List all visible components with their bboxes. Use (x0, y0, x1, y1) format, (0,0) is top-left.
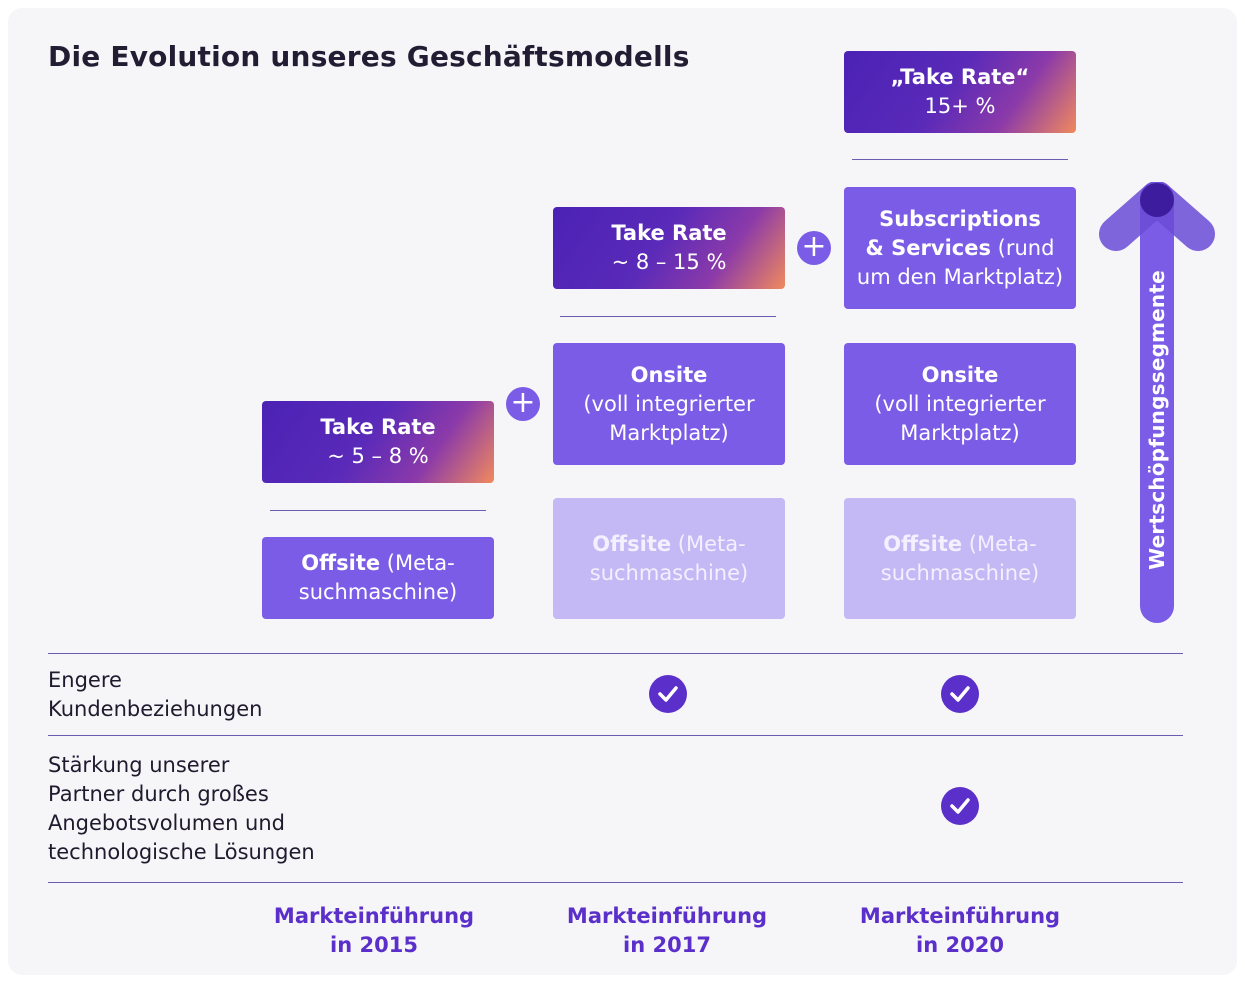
take-rate-2017-label: Take Rate (611, 221, 727, 245)
table-line-top (48, 653, 1183, 654)
onsite-2020-text: (voll integrierter (874, 391, 1046, 416)
arrow-label: Wertschöpfungssegmente (1145, 270, 1169, 570)
row-label-line: technologische Lösungen (48, 840, 315, 864)
offsite-2015-title: Offsite (301, 551, 381, 575)
plus-icon-2017: + (797, 231, 831, 265)
launch-label-2015: Markteinführung in 2015 (254, 902, 494, 960)
subscriptions-2020-text-2: um den Marktplatz) (856, 264, 1064, 289)
offsite-2020-box: Offsite (Meta- suchmaschine) (844, 498, 1076, 619)
offsite-2015-text-2: suchmaschine) (298, 580, 458, 604)
onsite-2017-box: Onsite (voll integrierter Marktplatz) (553, 343, 785, 465)
plus-icon-2015: + (506, 387, 540, 421)
take-rate-2015-value: ~ 5 – 8 % (327, 444, 429, 468)
subscriptions-2020-services: & Services (865, 235, 991, 260)
offsite-2015-text: (Meta- (380, 551, 455, 575)
onsite-2017-title: Onsite (630, 362, 708, 387)
onsite-2017-text-2: Marktplatz) (609, 420, 729, 445)
launch-label-year: in 2015 (330, 933, 418, 957)
table-line-middle (48, 735, 1183, 736)
onsite-2020-text-2: Marktplatz) (900, 420, 1020, 445)
take-rate-2017-value: ~ 8 – 15 % (611, 250, 727, 274)
table-line-bottom (48, 882, 1183, 883)
take-rate-2020-label: „Take Rate“ (890, 65, 1030, 89)
offsite-2017-title: Offsite (592, 531, 672, 556)
row-label-line: Partner durch großes (48, 782, 269, 806)
check-icon-row1-2020 (941, 675, 979, 713)
launch-label-line: Markteinführung (859, 904, 1061, 928)
launch-label-line: Markteinführung (566, 904, 768, 928)
take-rate-2017-box: Take Rate ~ 8 – 15 % (553, 207, 785, 289)
launch-label-year: in 2017 (623, 933, 711, 957)
arrow-tip (1140, 183, 1174, 217)
offsite-2017-text: (Meta- (671, 531, 746, 556)
diagram-title: Die Evolution unseres Geschäftsmodells (48, 40, 690, 73)
launch-label-2020: Markteinführung in 2020 (840, 902, 1080, 960)
launch-label-year: in 2020 (916, 933, 1004, 957)
offsite-2020-text-2: suchmaschine) (880, 560, 1040, 585)
offsite-2017-text-2: suchmaschine) (589, 560, 749, 585)
separator-2015 (270, 510, 486, 511)
diagram-card (8, 8, 1237, 975)
separator-2017 (560, 316, 776, 317)
row-label-line: Engere (48, 668, 122, 692)
onsite-2017-text: (voll integrierter (583, 391, 755, 416)
offsite-2015-box: Offsite (Meta- suchmaschine) (262, 537, 494, 619)
offsite-2020-title: Offsite (883, 531, 963, 556)
subscriptions-2020-title: Subscriptions (879, 206, 1041, 231)
onsite-2020-title: Onsite (921, 362, 999, 387)
value-arrow (1099, 182, 1215, 623)
row-label-line: Kundenbeziehungen (48, 697, 263, 721)
check-icon-row1-2017 (649, 675, 687, 713)
row-label-line: Stärkung unserer (48, 753, 230, 777)
take-rate-2020-value: 15+ % (924, 94, 996, 118)
take-rate-2015-box: Take Rate ~ 5 – 8 % (262, 401, 494, 483)
subscriptions-2020-box: Subscriptions & Services (rund um den Ma… (844, 187, 1076, 309)
launch-label-2017: Markteinführung in 2017 (547, 902, 787, 960)
take-rate-2020-box: „Take Rate“ 15+ % (844, 51, 1076, 133)
row-label-line: Angebotsvolumen und (48, 811, 286, 835)
offsite-2017-box: Offsite (Meta- suchmaschine) (553, 498, 785, 619)
launch-label-line: Markteinführung (273, 904, 475, 928)
check-icon-row2-2020 (941, 787, 979, 825)
onsite-2020-box: Onsite (voll integrierter Marktplatz) (844, 343, 1076, 465)
separator-2020 (852, 159, 1068, 160)
subscriptions-2020-text: (rund (990, 235, 1055, 260)
take-rate-2015-label: Take Rate (320, 415, 436, 439)
offsite-2020-text: (Meta- (962, 531, 1037, 556)
row-label-partners: Stärkung unserer Partner durch großes An… (48, 751, 315, 867)
row-label-customer-relations: Engere Kundenbeziehungen (48, 666, 262, 724)
